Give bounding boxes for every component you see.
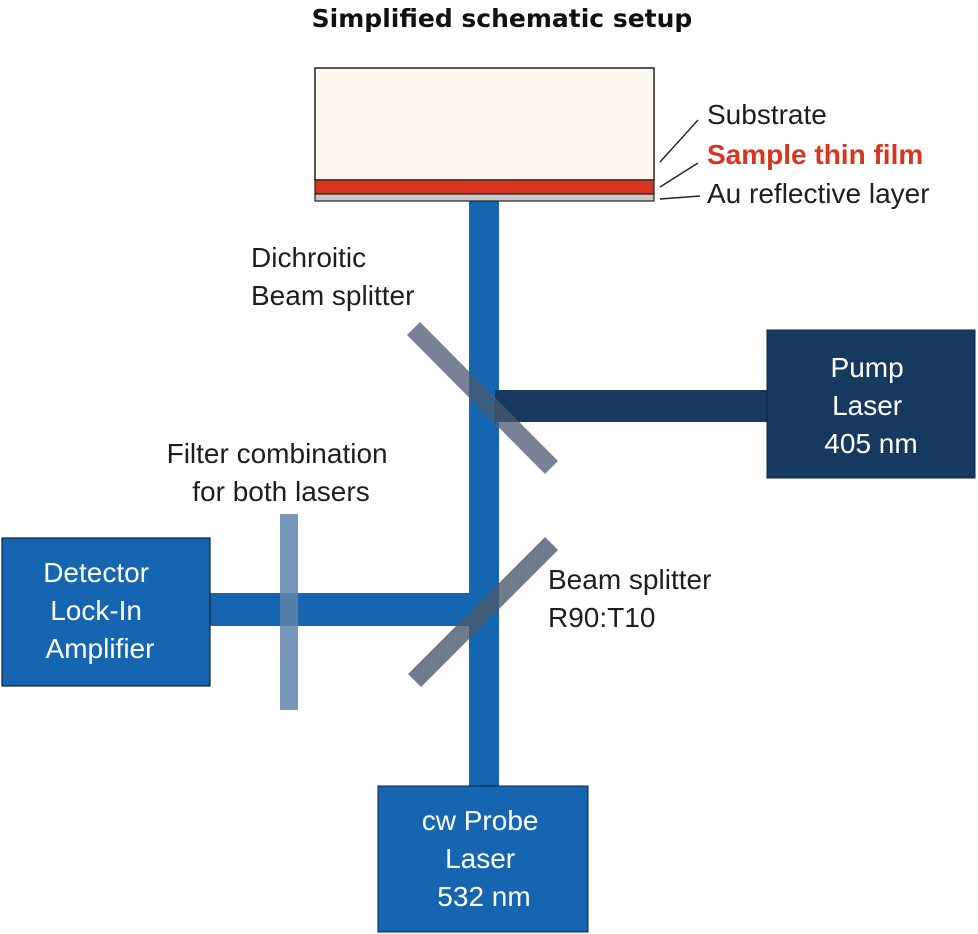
- pump-laser-text: Pump Laser 405 nm: [824, 352, 917, 459]
- sample-stack: [314, 67, 655, 202]
- au-reflective-layer: [314, 193, 655, 202]
- film-leader: [659, 162, 699, 188]
- au-layer-label: Au reflective layer: [707, 178, 930, 209]
- probe-laser-text: cw Probe Laser 532 nm: [422, 805, 547, 912]
- dichroic-label-line-1: Dichroitic: [251, 242, 366, 273]
- pump-laser-line-3: 405 nm: [824, 428, 917, 459]
- beam-splitter-r90-t10: [408, 537, 558, 687]
- stack-leader-lines: [659, 119, 701, 200]
- gold-leader: [659, 195, 701, 200]
- probe-laser-body: [377, 785, 589, 933]
- probe-beam-vertical: [469, 197, 499, 789]
- detector-line-3: Amplifier: [46, 633, 155, 664]
- dichroic-label-line-2: Beam splitter: [251, 280, 414, 311]
- filter-label: Filter combination for both lasers: [167, 438, 396, 507]
- pump-laser-body: [766, 329, 976, 479]
- beam-splitter-label-line-1: Beam splitter: [548, 564, 711, 595]
- dichroic-label: Dichroitic Beam splitter: [251, 242, 414, 311]
- probe-laser-box: cw Probe Laser 532 nm: [377, 785, 589, 933]
- detector-line-1: Detector: [43, 557, 149, 588]
- probe-laser-line-3: 532 nm: [437, 881, 530, 912]
- substrate-leader: [659, 119, 699, 163]
- probe-laser-line-1: cw Probe: [422, 805, 539, 836]
- substrate: [314, 67, 655, 181]
- pump-laser-line-1: Pump: [831, 352, 904, 383]
- filter-combination: [280, 514, 298, 710]
- beams: [208, 197, 770, 789]
- filter-label-line-2: for both lasers: [192, 476, 369, 507]
- pump-laser-line-2: Laser: [832, 390, 902, 421]
- detector-text: Detector Lock-In Amplifier: [43, 557, 157, 664]
- probe-laser-line-2: Laser: [445, 843, 515, 874]
- beam-splitter-label-line-2: R90:T10: [548, 602, 655, 633]
- detector-box: Detector Lock-In Amplifier: [1, 537, 211, 687]
- dichroic-beam-splitter: [407, 322, 558, 474]
- diagram-title: Simplified schematic setup: [312, 4, 693, 33]
- optics: [280, 322, 558, 710]
- filter-label-line-1: Filter combination: [167, 438, 388, 469]
- pump-laser-box: Pump Laser 405 nm: [766, 329, 976, 479]
- substrate-label: Substrate: [707, 99, 827, 130]
- sample-thin-film: [314, 179, 655, 195]
- beam-splitter-label: Beam splitter R90:T10: [548, 564, 719, 633]
- detector-body: [1, 537, 211, 687]
- pump-beam-horizontal: [495, 390, 770, 422]
- sample-film-label: Sample thin film: [707, 139, 923, 170]
- detector-beam-horizontal: [208, 593, 484, 626]
- detector-line-2: Lock-In: [50, 595, 142, 626]
